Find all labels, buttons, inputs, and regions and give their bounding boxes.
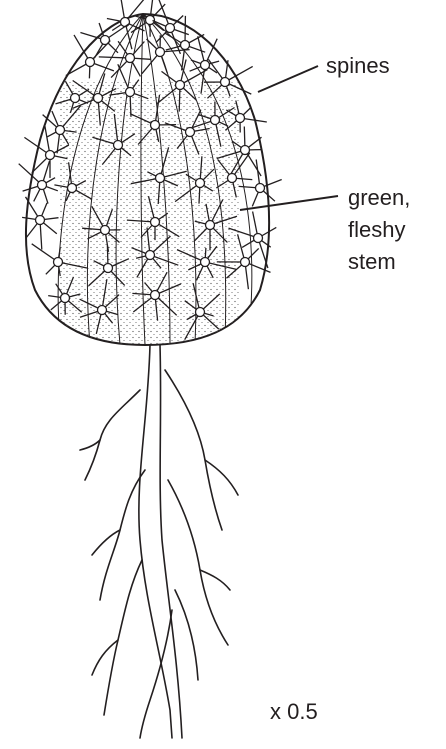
areole	[186, 128, 195, 137]
areole	[104, 264, 113, 273]
areole	[211, 116, 220, 125]
spines-label: spines	[326, 53, 390, 78]
areole	[61, 294, 70, 303]
roots	[80, 345, 238, 738]
areole	[98, 306, 107, 315]
areole	[46, 151, 55, 160]
areole	[241, 146, 250, 155]
areole	[101, 226, 110, 235]
areole	[54, 258, 63, 267]
areole	[126, 54, 135, 63]
areole	[114, 141, 123, 150]
stem-label-line3: stem	[348, 249, 396, 274]
areole	[151, 121, 160, 130]
spines-leader-line	[258, 66, 318, 92]
areole	[151, 291, 160, 300]
areole	[206, 221, 215, 230]
areole	[86, 58, 95, 67]
areole	[146, 16, 155, 25]
areole	[228, 174, 237, 183]
areole	[176, 81, 185, 90]
scale-label: x 0.5	[270, 699, 318, 724]
areole	[256, 184, 265, 193]
areole	[241, 258, 250, 267]
areole	[254, 234, 263, 243]
stem-label-line2: fleshy	[348, 217, 405, 242]
areole	[196, 179, 205, 188]
areole	[68, 184, 77, 193]
areole	[94, 94, 103, 103]
areole	[56, 126, 65, 135]
areole	[236, 114, 245, 123]
areole	[181, 41, 190, 50]
areole	[166, 24, 175, 33]
areole	[71, 94, 80, 103]
areole	[151, 218, 160, 227]
areole	[38, 181, 47, 190]
areole	[156, 174, 165, 183]
areole	[201, 61, 210, 70]
areole	[36, 216, 45, 225]
areole	[221, 78, 230, 87]
areole	[126, 88, 135, 97]
areole	[146, 251, 155, 260]
areole	[156, 48, 165, 57]
areole	[196, 308, 205, 317]
areole	[201, 258, 210, 267]
stem-label-line1: green,	[348, 185, 410, 210]
